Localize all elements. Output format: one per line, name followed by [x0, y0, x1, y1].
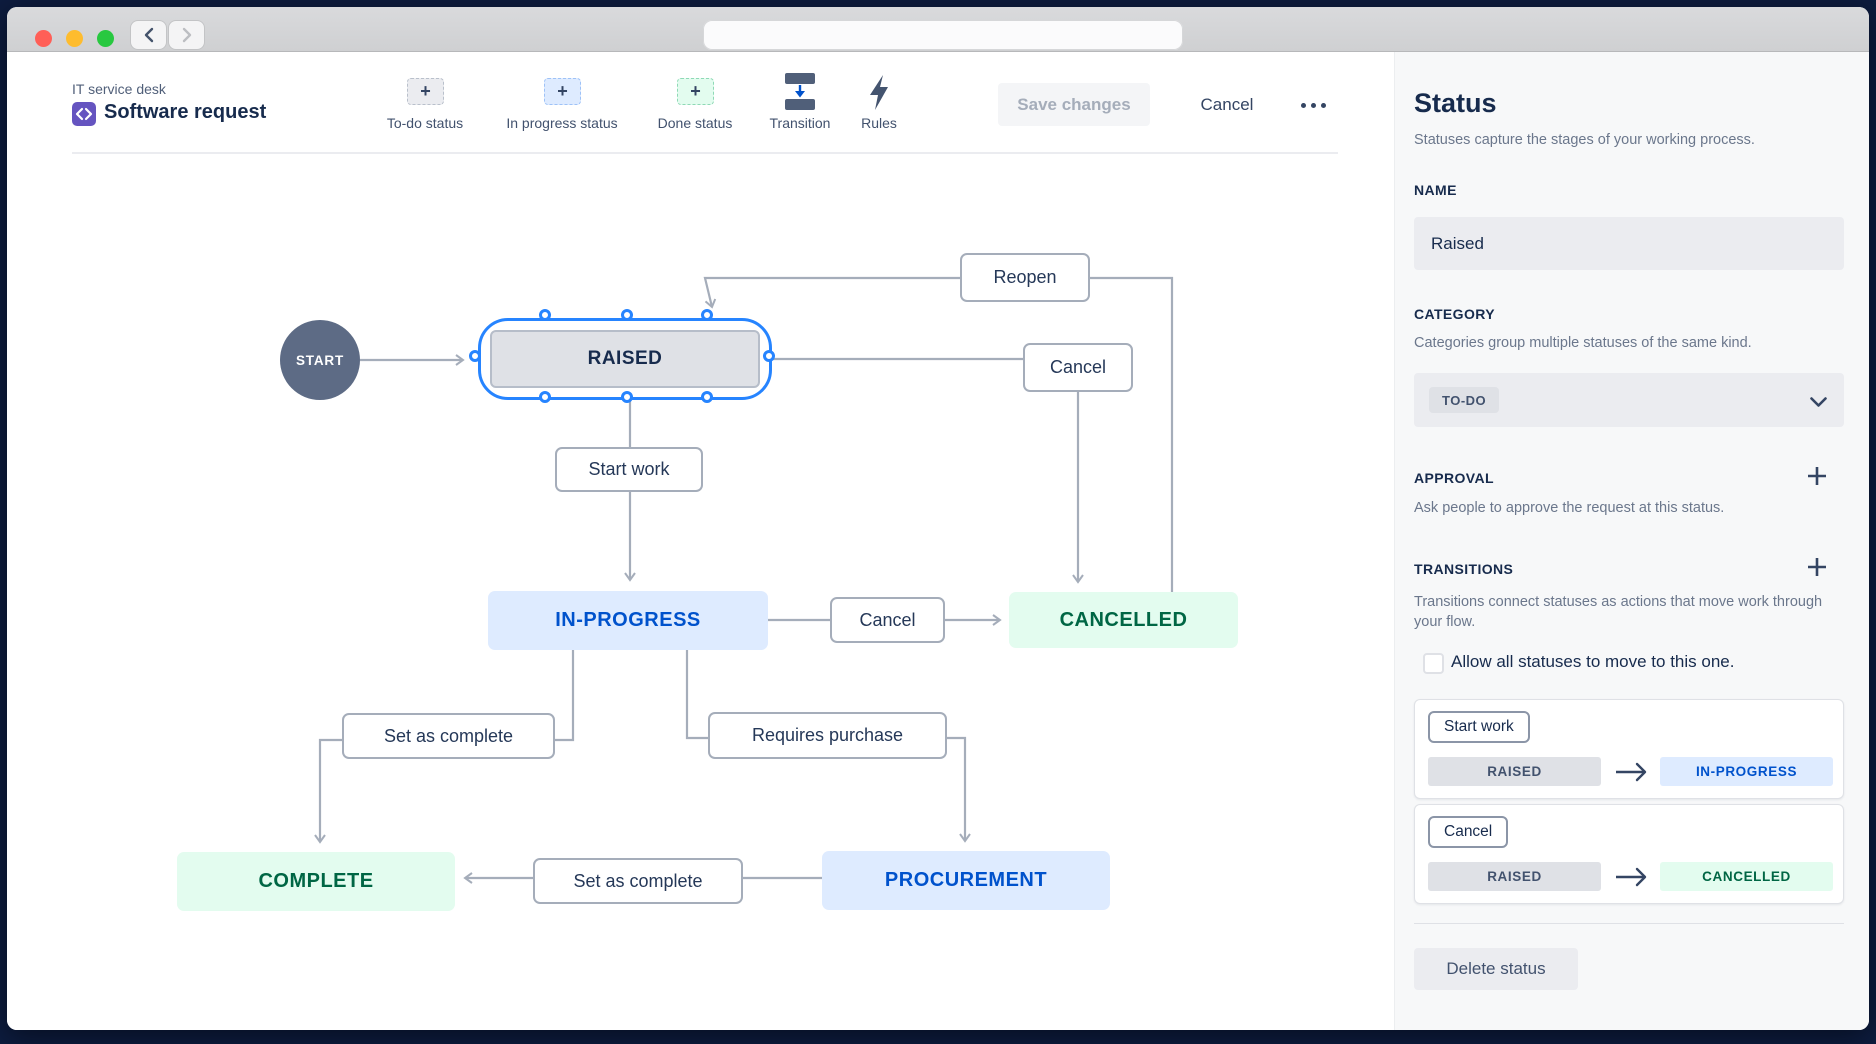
transition-to-badge: CANCELLED: [1660, 862, 1833, 891]
chevron-left-icon: [144, 27, 154, 43]
selection-handle[interactable]: [539, 309, 551, 321]
status-node-complete[interactable]: COMPLETE: [177, 852, 455, 911]
approval-description: Ask people to approve the request at thi…: [1414, 500, 1725, 516]
add-inprogress-status-label: In progress status: [506, 115, 618, 131]
add-done-status-button[interactable]: +: [677, 78, 714, 105]
status-node-procurement[interactable]: PROCUREMENT: [822, 851, 1110, 910]
add-todo-status-button[interactable]: +: [407, 78, 444, 105]
transitions-section-label: TRANSITIONS: [1414, 561, 1514, 577]
plus-icon: [1808, 467, 1826, 485]
rules-tool-label: Rules: [861, 115, 897, 131]
selection-handle[interactable]: [469, 350, 481, 362]
browser-titlebar: [7, 7, 1869, 52]
browser-window: IT service desk Software request + To-do…: [7, 7, 1869, 1030]
selection-handle[interactable]: [701, 309, 713, 321]
plus-icon: +: [690, 81, 701, 101]
plus-icon: +: [557, 81, 568, 101]
add-inprogress-status-button[interactable]: +: [544, 78, 581, 105]
cancel-button[interactable]: Cancel: [1177, 85, 1277, 125]
panel-subtitle: Statuses capture the stages of your work…: [1414, 132, 1755, 148]
project-name: IT service desk: [72, 81, 166, 97]
rules-tool-icon[interactable]: [867, 75, 891, 115]
transition-name-chip[interactable]: Start work: [1428, 711, 1530, 743]
chevron-down-icon: [1810, 395, 1827, 413]
transition-label-set-as-complete-bottom[interactable]: Set as complete: [533, 858, 743, 904]
delete-status-button[interactable]: Delete status: [1414, 948, 1578, 990]
selection-handle[interactable]: [539, 391, 551, 403]
category-section-label: CATEGORY: [1414, 306, 1495, 322]
transition-name-chip[interactable]: Cancel: [1428, 816, 1509, 848]
add-done-status-label: Done status: [657, 115, 733, 131]
url-bar[interactable]: [703, 20, 1183, 50]
more-options-button[interactable]: [1289, 88, 1337, 122]
transition-card[interactable]: Cancel RAISED CANCELLED: [1414, 804, 1844, 904]
transition-label-reopen[interactable]: Reopen: [960, 253, 1090, 302]
panel-title: Status: [1414, 88, 1497, 118]
transition-label-cancel-inprogress[interactable]: Cancel: [830, 597, 945, 643]
add-todo-status-label: To-do status: [386, 115, 464, 131]
transition-tool-label: Transition: [769, 115, 831, 131]
arrow-right-icon: [1614, 761, 1650, 788]
workflow-title: Software request: [104, 101, 267, 123]
selection-handle[interactable]: [763, 350, 775, 362]
category-select[interactable]: TO-DO: [1414, 373, 1844, 427]
transition-to-badge: IN-PROGRESS: [1660, 757, 1833, 786]
chevron-right-icon: [182, 27, 192, 43]
plus-icon: +: [420, 81, 431, 101]
browser-back-button[interactable]: [130, 20, 167, 50]
name-section-label: NAME: [1414, 182, 1457, 198]
selection-outline: [478, 318, 772, 400]
maximize-window-button[interactable]: [97, 30, 114, 47]
category-description: Categories group multiple statuses of th…: [1414, 335, 1752, 351]
toolbar-divider: [72, 152, 1338, 154]
plus-icon: [1808, 558, 1826, 576]
save-changes-button[interactable]: Save changes: [998, 83, 1150, 126]
status-name-input[interactable]: [1414, 217, 1844, 270]
transition-label-cancel-raised[interactable]: Cancel: [1023, 343, 1133, 392]
panel-divider: [1414, 923, 1844, 924]
allow-all-label: Allow all statuses to move to this one.: [1451, 652, 1735, 671]
minimize-window-button[interactable]: [66, 30, 83, 47]
transitions-description: Transitions connect statuses as actions …: [1414, 594, 1823, 630]
arrow-right-icon: [1614, 866, 1650, 893]
allow-all-checkbox[interactable]: [1423, 653, 1444, 674]
workflow-type-icon: [72, 102, 96, 126]
start-node[interactable]: START: [280, 320, 360, 400]
status-node-in-progress[interactable]: IN-PROGRESS: [488, 591, 768, 650]
selection-handle[interactable]: [621, 309, 633, 321]
transition-label-set-as-complete-left[interactable]: Set as complete: [342, 713, 555, 759]
status-detail-panel: Status Statuses capture the stages of yo…: [1394, 52, 1869, 1030]
approval-section-label: APPROVAL: [1414, 470, 1494, 486]
status-node-cancelled[interactable]: CANCELLED: [1009, 592, 1238, 648]
add-approval-button[interactable]: [1807, 466, 1827, 486]
add-transition-button[interactable]: [1807, 557, 1827, 577]
status-node-raised[interactable]: RAISED: [490, 330, 760, 388]
transition-tool-icon[interactable]: [784, 73, 816, 115]
category-value-badge: TO-DO: [1429, 387, 1500, 413]
close-window-button[interactable]: [35, 30, 52, 47]
browser-forward-button[interactable]: [168, 20, 205, 50]
transition-card[interactable]: Start work RAISED IN-PROGRESS: [1414, 699, 1844, 799]
selection-handle[interactable]: [621, 391, 633, 403]
workflow-canvas: IT service desk Software request + To-do…: [7, 52, 1394, 1030]
transition-label-requires-purchase[interactable]: Requires purchase: [708, 712, 947, 759]
transition-from-badge: RAISED: [1428, 757, 1601, 786]
selection-handle[interactable]: [701, 391, 713, 403]
transition-from-badge: RAISED: [1428, 862, 1601, 891]
transition-label-start-work[interactable]: Start work: [555, 447, 703, 492]
